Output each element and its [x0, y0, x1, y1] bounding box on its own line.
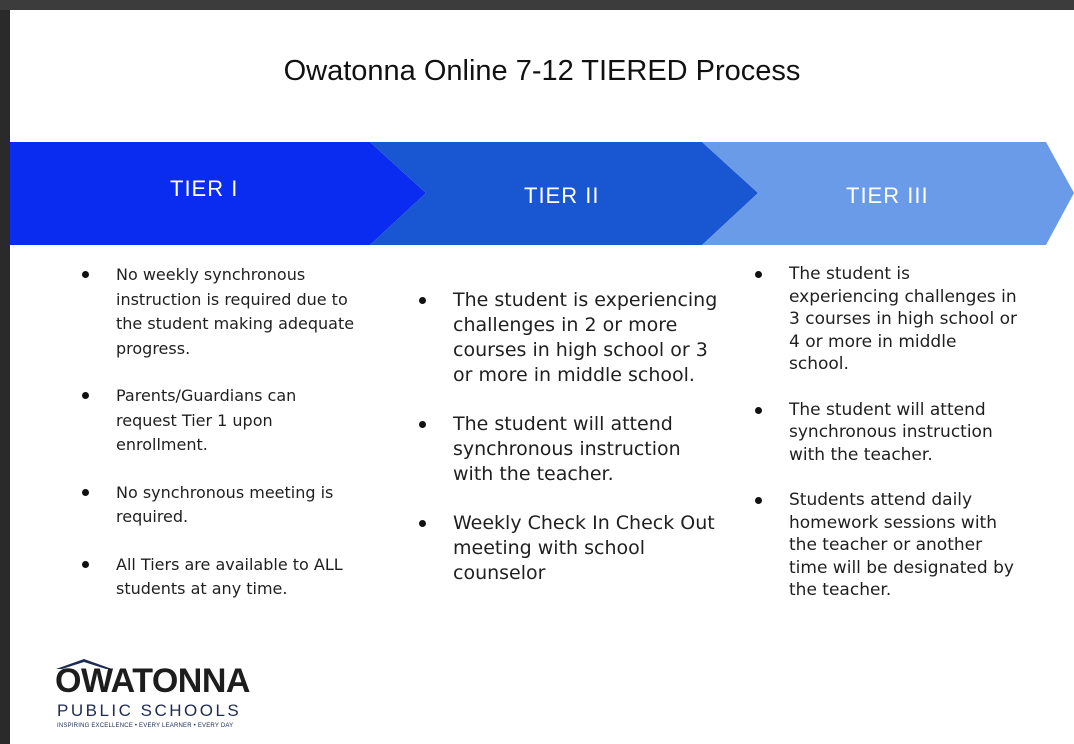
tier-2-chevron	[370, 142, 758, 245]
bullet-text: Weekly Check In Check Out meeting with s…	[453, 512, 715, 584]
tier-arrow-banner	[10, 142, 1074, 245]
page-title: Owatonna Online 7-12 TIERED Process	[283, 55, 801, 87]
bullet-text: The student is experiencing challenges i…	[453, 289, 718, 386]
tier-2-bullet-list: The student is experiencing challenges i…	[419, 288, 718, 610]
logo-subtitle: PUBLIC SCHOOLS	[57, 701, 242, 720]
tier-1-bullet-list: No weekly synchronous instruction is req…	[82, 263, 361, 625]
bullet-text: The student is experiencing challenges i…	[789, 264, 1017, 374]
owatonna-logo: OWATONNA PUBLIC SCHOOLS INSPIRING EXCELL…	[50, 658, 290, 738]
bullet-icon	[419, 520, 426, 527]
bullet-text: The student will attend synchronous inst…	[453, 413, 681, 485]
bullet-text: No weekly synchronous instruction is req…	[116, 265, 355, 358]
top-border	[0, 0, 1074, 10]
bullet-text: All Tiers are available to ALL students …	[116, 554, 343, 599]
list-item: No weekly synchronous instruction is req…	[82, 263, 361, 361]
list-item: Weekly Check In Check Out meeting with s…	[419, 511, 718, 586]
bullet-icon	[82, 392, 89, 399]
bullet-icon	[755, 271, 762, 278]
tier-3-chevron	[702, 142, 1074, 245]
bullet-icon	[755, 406, 762, 414]
list-item: Students attend daily homework sessions …	[755, 489, 1019, 602]
bullet-text: Parents/Guardians can request Tier 1 upo…	[116, 386, 297, 454]
logo-name: OWATONNA	[55, 662, 250, 700]
tier-3-label: TIER III	[846, 183, 929, 208]
list-item: The student is experiencing challenges i…	[419, 288, 718, 388]
bullet-icon	[82, 488, 89, 496]
bullet-text: No synchronous meeting is required.	[116, 482, 334, 527]
bullet-text: Students attend daily homework sessions …	[789, 490, 1014, 600]
bullet-icon	[82, 560, 89, 568]
bullet-icon	[755, 497, 762, 504]
bullet-icon	[419, 297, 426, 304]
bullet-text: The student will attend synchronous inst…	[789, 399, 993, 465]
logo-tagline: INSPIRING EXCELLENCE • EVERY LEARNER • E…	[57, 723, 234, 729]
tier-3-bullet-list: The student is experiencing challenges i…	[755, 263, 1019, 625]
list-item: The student is experiencing challenges i…	[755, 263, 1019, 376]
tier-2-label: TIER II	[524, 183, 600, 208]
bullet-icon	[419, 421, 426, 428]
list-item: Parents/Guardians can request Tier 1 upo…	[82, 384, 361, 458]
left-border	[0, 10, 10, 744]
roof-icon	[56, 659, 112, 669]
tier-1-chevron	[10, 142, 426, 245]
tier-1-label: TIER I	[170, 176, 239, 201]
list-item: The student will attend synchronous inst…	[419, 412, 718, 487]
list-item: No synchronous meeting is required.	[82, 481, 361, 530]
bullet-icon	[82, 271, 89, 278]
list-item: All Tiers are available to ALL students …	[82, 553, 361, 602]
list-item: The student will attend synchronous inst…	[755, 399, 1019, 467]
